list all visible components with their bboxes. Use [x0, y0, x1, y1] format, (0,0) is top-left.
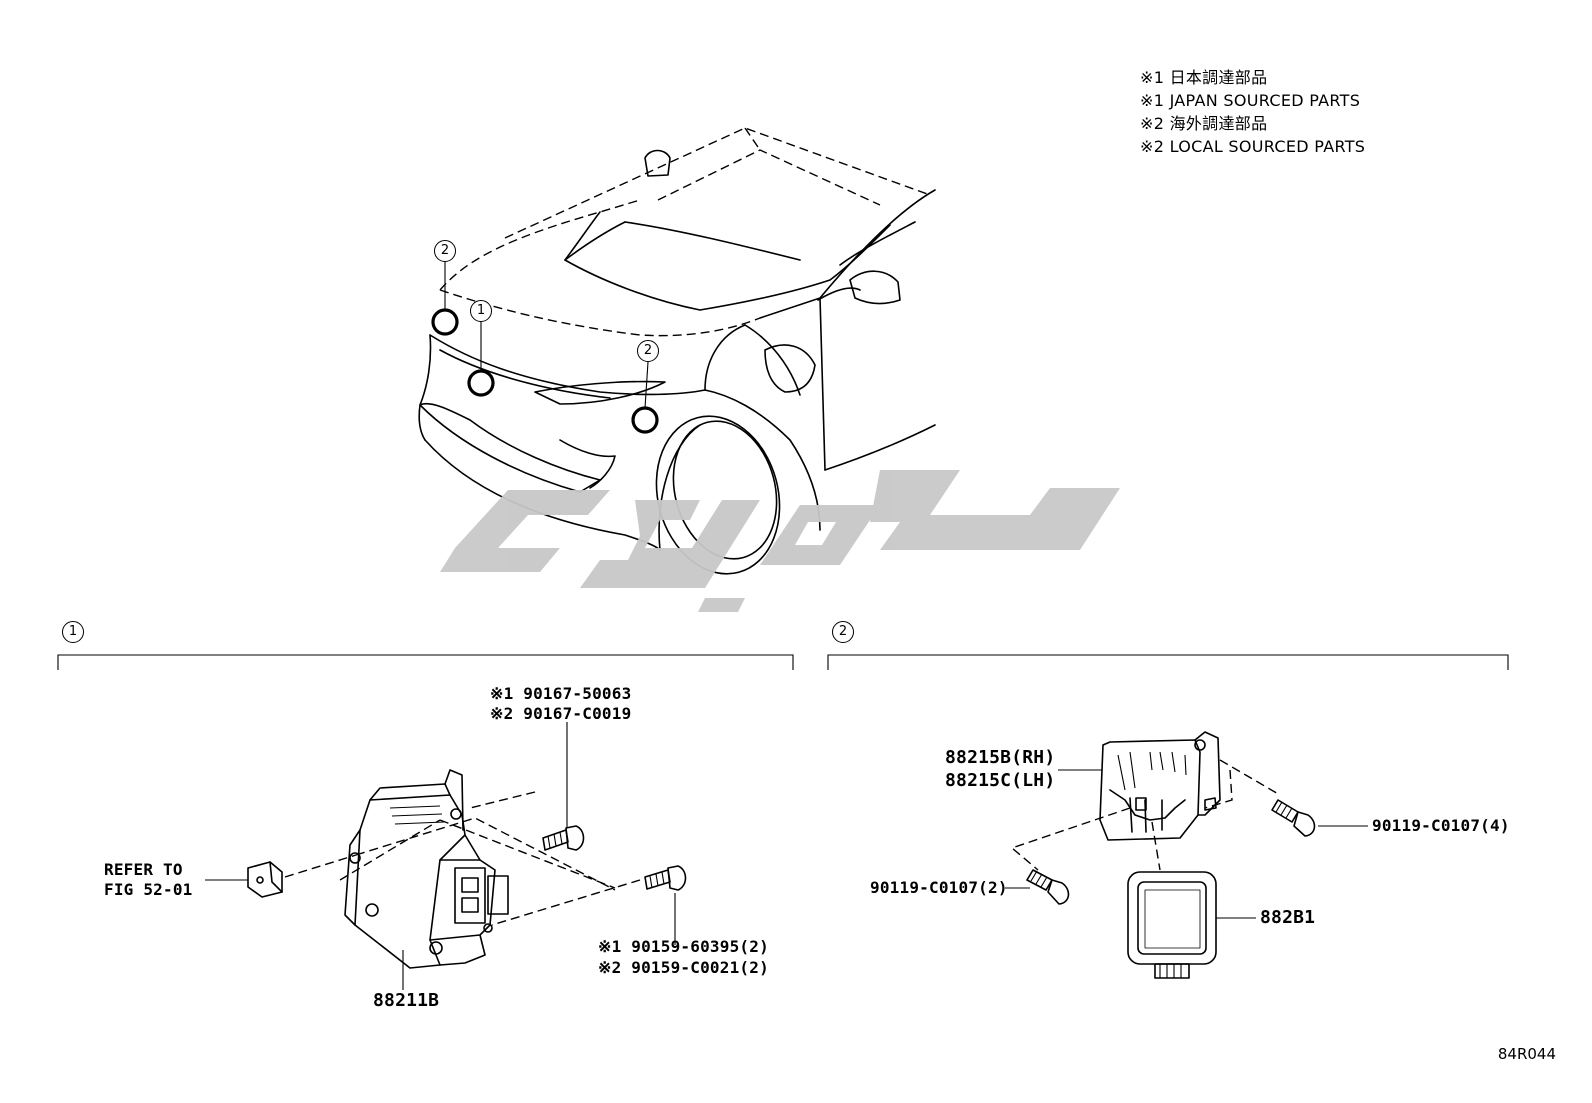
label-refer-to: REFER TO: [104, 860, 183, 879]
label-bolt-top-local: ※2 90167-C0019: [490, 704, 632, 723]
callout-number-right: 2: [637, 340, 659, 362]
label-bolt-top-japan: ※1 90167-50063: [490, 684, 632, 703]
callout-number-middle: 1: [470, 300, 492, 322]
label-bracket-rh: 88215B(RH): [945, 747, 1056, 768]
label-part-882b1: 882B1: [1260, 907, 1316, 928]
label-refer-fig: FIG 52-01: [104, 880, 193, 899]
callout-number-top-left: 2: [434, 240, 456, 262]
callout-rings: [431, 262, 659, 434]
section-number-1: 1: [62, 621, 84, 643]
legend-line-1: ※1 日本調達部品: [1140, 68, 1268, 87]
legend-line-2: ※1 JAPAN SOURCED PARTS: [1140, 91, 1361, 110]
sourcing-legend: ※1 日本調達部品 ※1 JAPAN SOURCED PARTS ※2 海外調達…: [1140, 66, 1365, 158]
watermark-logo: [440, 470, 1120, 612]
label-bolt-right: 90119-C0107(4): [1372, 816, 1510, 835]
section-brackets: [57, 654, 1509, 670]
label-part-88211b: 88211B: [373, 990, 440, 1011]
label-bolt-left: 90119-C0107(2): [870, 878, 1008, 897]
section-number-2: 2: [832, 621, 854, 643]
section1-parts: [205, 722, 687, 990]
legend-line-3: ※2 海外調達部品: [1140, 114, 1268, 133]
section2-parts: [1005, 731, 1368, 979]
legend-line-4: ※2 LOCAL SOURCED PARTS: [1140, 137, 1366, 156]
label-bolt-bottom-japan: ※1 90159-60395(2): [598, 937, 769, 956]
label-bracket-lh: 88215C(LH): [945, 770, 1056, 791]
label-bolt-bottom-local: ※2 90159-C0021(2): [598, 958, 769, 977]
diagram-code: 84R044: [1497, 1045, 1556, 1063]
